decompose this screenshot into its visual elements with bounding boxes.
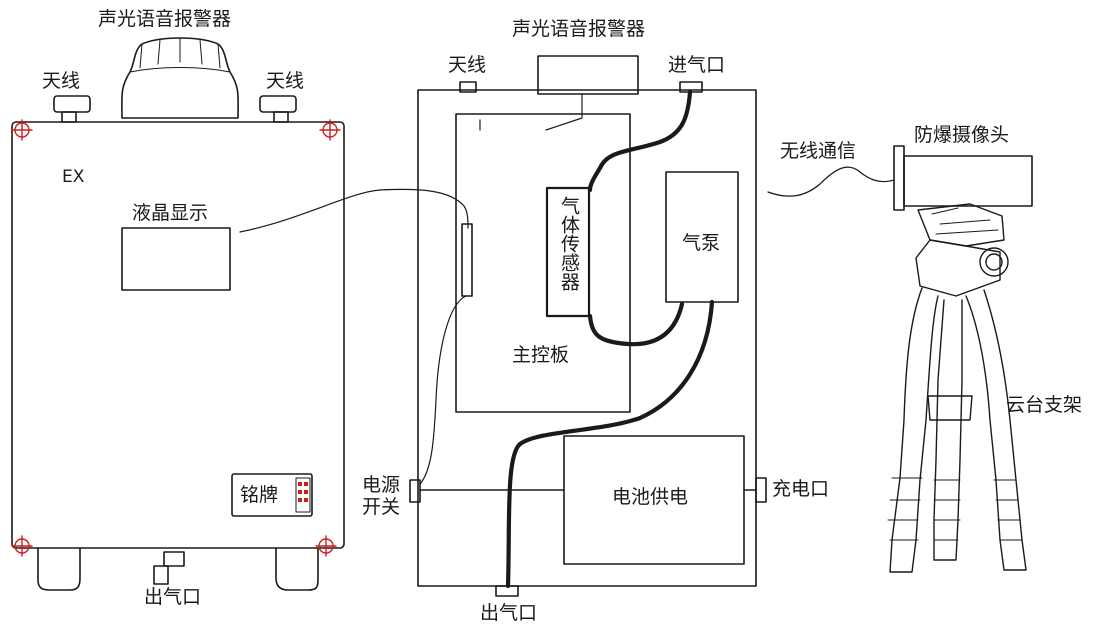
lcd-leader-line bbox=[239, 188, 469, 233]
left-foot-right bbox=[275, 547, 319, 591]
left-outlet-label: 出气口 bbox=[144, 586, 202, 608]
gas-sensor bbox=[545, 186, 591, 318]
left-screws bbox=[11, 119, 341, 557]
ex-mark: EX bbox=[62, 167, 85, 187]
left-outlet-fitting bbox=[163, 551, 185, 567]
left-antenna-left-label: 天线 bbox=[42, 70, 81, 92]
charge-port bbox=[755, 477, 767, 503]
left-antenna-left bbox=[53, 95, 91, 113]
internal-alarm-label: 声光语音报警器 bbox=[512, 18, 646, 40]
internal-schematic bbox=[409, 55, 767, 597]
left-device bbox=[11, 37, 345, 591]
left-body bbox=[11, 121, 345, 549]
tripod-label: 云台支架 bbox=[1006, 394, 1083, 416]
power-switch-label-line2: 开关 bbox=[362, 496, 401, 518]
gas-tubes bbox=[505, 89, 715, 589]
power-switch-label-line1: 电源 bbox=[362, 474, 401, 496]
internal-outlet-label: 出气口 bbox=[480, 602, 538, 624]
internal-antenna bbox=[459, 81, 477, 93]
power-switch bbox=[409, 479, 421, 503]
wireless-label: 无线通信 bbox=[780, 140, 857, 162]
sensor-label: 气体传感器 bbox=[558, 196, 580, 291]
wireless-squiggle bbox=[767, 166, 895, 197]
left-alarm-label: 声光语音报警器 bbox=[98, 8, 232, 30]
lcd-label: 液晶显示 bbox=[132, 202, 209, 224]
inlet-label: 进气口 bbox=[668, 54, 726, 76]
left-antenna-right-label: 天线 bbox=[266, 70, 305, 92]
air-pump bbox=[665, 171, 739, 303]
tripod bbox=[887, 203, 1027, 573]
mainboard-label: 主控板 bbox=[512, 344, 570, 366]
enclosure bbox=[417, 89, 757, 587]
internal-alarm-box bbox=[537, 55, 639, 95]
nameplate-mark bbox=[298, 482, 308, 502]
display-strip bbox=[461, 223, 473, 297]
mainboard bbox=[455, 113, 631, 413]
left-alarm-dome bbox=[121, 37, 239, 119]
charge-port-label: 充电口 bbox=[772, 478, 830, 500]
power-switch-label: 电源 开关 bbox=[362, 474, 400, 518]
pump-label: 气泵 bbox=[682, 232, 721, 254]
camera-label: 防爆摄像头 bbox=[914, 124, 1010, 146]
battery bbox=[563, 435, 745, 565]
internal-antenna-label: 天线 bbox=[448, 54, 487, 76]
nameplate-label: 铭牌 bbox=[240, 484, 279, 506]
battery-label: 电池供电 bbox=[612, 486, 689, 508]
camera bbox=[893, 145, 1033, 211]
left-antenna-right bbox=[259, 95, 297, 113]
left-lcd bbox=[121, 227, 231, 291]
left-foot-left bbox=[37, 547, 81, 591]
left-nameplate bbox=[231, 473, 313, 517]
